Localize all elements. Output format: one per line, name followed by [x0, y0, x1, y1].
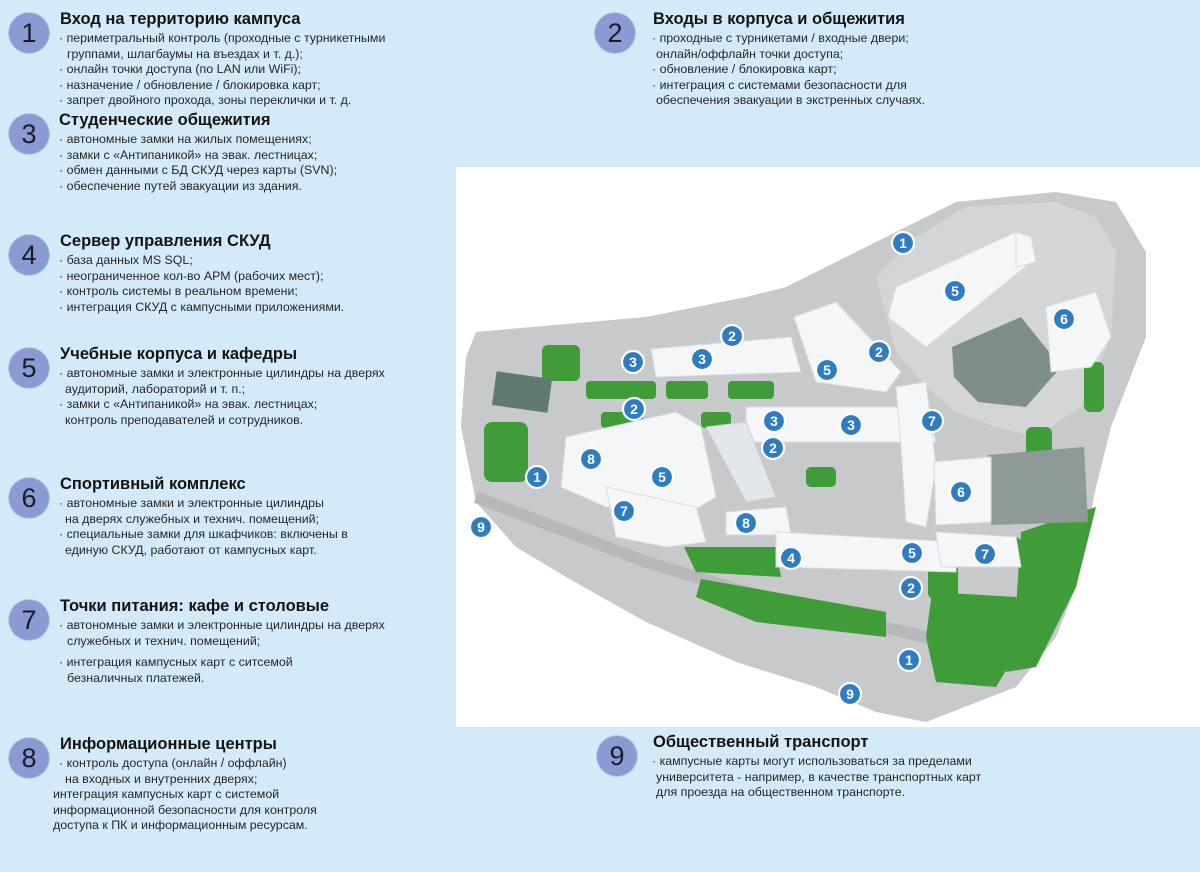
- svg-text:3: 3: [698, 351, 706, 367]
- svg-text:7: 7: [981, 546, 989, 562]
- map-marker-9: 9: [468, 514, 494, 540]
- map-marker-6: 6: [948, 479, 974, 505]
- svg-text:7: 7: [928, 413, 936, 429]
- section-title: Общественный транспорт: [653, 733, 869, 751]
- section-text: · автономные замки и электронные цилиндр…: [59, 496, 348, 557]
- number-badge: 7: [9, 600, 49, 640]
- sports-court: [491, 371, 553, 413]
- svg-text:8: 8: [587, 451, 595, 467]
- section-text: · кампусные карты могут использоваться з…: [652, 754, 982, 800]
- map-marker-5: 5: [942, 278, 968, 304]
- section-title: Студенческие общежития: [59, 111, 271, 129]
- map-marker-9: 9: [837, 681, 863, 707]
- svg-text:2: 2: [728, 328, 736, 344]
- map-marker-7: 7: [611, 498, 637, 524]
- number-badge: 6: [9, 478, 49, 518]
- map-marker-7: 7: [919, 408, 945, 434]
- stepped-building: [705, 421, 777, 503]
- svg-text:4: 4: [787, 550, 795, 566]
- map-marker-1: 1: [524, 464, 550, 490]
- map-marker-5: 5: [899, 540, 925, 566]
- section-text: · база данных MS SQL;· неограниченное ко…: [59, 253, 345, 314]
- section-text: · проходные с турникетами / входные двер…: [652, 31, 926, 108]
- svg-text:6: 6: [1060, 311, 1068, 327]
- number-badge: 9: [597, 736, 637, 776]
- number-badge: 8: [9, 738, 49, 778]
- section-text: · периметральный контроль (проходные с т…: [59, 31, 386, 108]
- campus-map: 1 5 6 2 3 3 2 5 2 7 3 3 2 8 5 1 9 7 8 4 5 7 6 2 1 9: [456, 167, 1200, 727]
- svg-text:1: 1: [905, 652, 913, 668]
- section-title: Точки питания: кафе и столовые: [60, 597, 330, 615]
- section-text: · автономные замки и электронные цилиндр…: [59, 618, 385, 685]
- map-marker-3: 3: [838, 412, 864, 438]
- map-marker-2: 2: [719, 323, 745, 349]
- svg-text:7: 7: [620, 503, 628, 519]
- svg-text:9: 9: [477, 519, 485, 535]
- map-marker-6: 6: [1051, 306, 1077, 332]
- map-marker-1: 1: [890, 230, 916, 256]
- svg-text:8: 8: [742, 515, 750, 531]
- map-marker-8: 8: [733, 510, 759, 536]
- map-marker-3: 3: [689, 346, 715, 372]
- map-markers: 1 5 6 2 3 3 2 5 2 7 3 3 2 8 5 1 9 7 8 4 5 7 6 2 1 9: [468, 230, 1077, 707]
- map-marker-4: 4: [778, 545, 804, 571]
- map-marker-3: 3: [620, 349, 646, 375]
- map-marker-2: 2: [866, 339, 892, 365]
- svg-text:5: 5: [908, 545, 916, 561]
- section-text: · автономные замки и электронные цилиндр…: [59, 366, 385, 427]
- svg-text:3: 3: [847, 417, 855, 433]
- map-marker-3: 3: [761, 408, 787, 434]
- section-title: Входы в корпуса и общежития: [653, 10, 905, 28]
- svg-text:2: 2: [769, 440, 777, 456]
- svg-text:5: 5: [823, 362, 831, 378]
- map-marker-5: 5: [649, 464, 675, 490]
- map-marker-8: 8: [578, 446, 604, 472]
- sports-hall: [988, 447, 1088, 525]
- svg-text:2: 2: [907, 580, 915, 596]
- section-text: · автономные замки на жилых помещениях;·…: [59, 132, 338, 193]
- svg-text:9: 9: [846, 686, 854, 702]
- section-title: Учебные корпуса и кафедры: [60, 345, 298, 363]
- section-title: Вход на территорию кампуса: [60, 10, 301, 28]
- number-badge: 3: [9, 114, 49, 154]
- map-marker-1: 1: [896, 647, 922, 673]
- svg-text:6: 6: [957, 484, 965, 500]
- map-marker-2: 2: [898, 575, 924, 601]
- sports-field: [952, 317, 1061, 407]
- map-marker-7: 7: [972, 541, 998, 567]
- svg-text:5: 5: [951, 283, 959, 299]
- section-title: Информационные центры: [60, 735, 277, 753]
- campus-map-drawing: 1 5 6 2 3 3 2 5 2 7 3 3 2 8 5 1 9 7 8 4 5 7 6 2 1 9: [461, 192, 1146, 722]
- map-marker-5: 5: [814, 357, 840, 383]
- map-marker-2: 2: [760, 435, 786, 461]
- svg-text:2: 2: [630, 401, 638, 417]
- number-badge: 4: [9, 235, 49, 275]
- svg-text:3: 3: [770, 413, 778, 429]
- section-title: Спортивный комплекс: [60, 475, 246, 493]
- svg-text:1: 1: [533, 469, 541, 485]
- svg-text:2: 2: [875, 344, 883, 360]
- number-badge: 5: [9, 348, 49, 388]
- number-badge: 2: [595, 13, 635, 53]
- number-badge: 1: [9, 13, 49, 53]
- svg-text:3: 3: [629, 354, 637, 370]
- campus-inner-area: [876, 202, 1116, 437]
- svg-text:1: 1: [899, 235, 907, 251]
- map-marker-2: 2: [621, 396, 647, 422]
- section-title: Сервер управления СКУД: [60, 232, 271, 250]
- section-text: · контроль доступа (онлайн / оффлайн) на…: [53, 756, 317, 833]
- svg-text:5: 5: [658, 469, 666, 485]
